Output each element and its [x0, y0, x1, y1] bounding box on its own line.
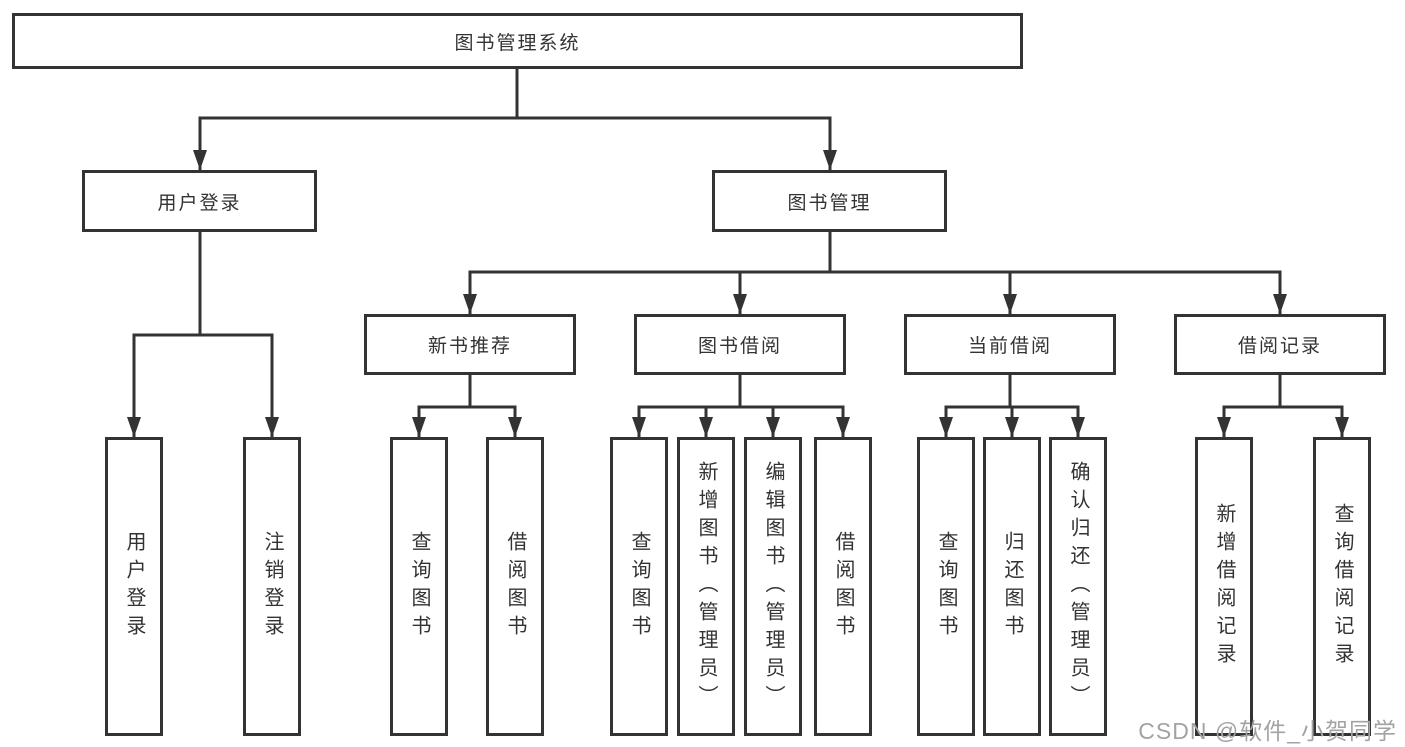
- leaf-query-books-2: 查询图书: [610, 437, 668, 736]
- leaf-query-books-1-label: 查询图书: [408, 530, 430, 643]
- leaf-add-books-admin: 新增图书（管理员）: [677, 437, 735, 736]
- node-book-management-label: 图书管理: [787, 192, 872, 214]
- connector-book-borrow-trunk: [637, 373, 845, 409]
- node-borrowing-records: 借阅记录: [1174, 314, 1386, 375]
- leaf-return-books-label: 归还图书: [1001, 530, 1023, 643]
- leaf-query-borrow-record: 查询借阅记录: [1313, 437, 1371, 736]
- leaf-return-books: 归还图书: [983, 437, 1041, 736]
- node-root-label: 图书管理系统: [454, 32, 581, 54]
- node-current-borrowing-label: 当前借阅: [967, 336, 1052, 357]
- leaf-confirm-return-admin: 确认归还（管理员）: [1049, 437, 1107, 736]
- leaf-logout: 注销登录: [243, 437, 301, 736]
- leaf-logout-label: 注销登录: [261, 530, 283, 643]
- leaf-borrow-books-2-label: 借阅图书: [832, 530, 854, 643]
- connector-user-login-trunk: [132, 230, 274, 337]
- leaf-query-books-3: 查询图书: [917, 437, 975, 736]
- csdn-watermark: CSDN @软件_小贺同学: [1138, 718, 1397, 744]
- leaf-borrow-books-2: 借阅图书: [814, 437, 872, 736]
- node-current-borrowing: 当前借阅: [904, 314, 1116, 375]
- leaf-query-books-3-label: 查询图书: [935, 530, 957, 643]
- node-root: 图书管理系统: [12, 13, 1023, 69]
- leaf-query-books-1: 查询图书: [390, 437, 448, 736]
- node-user-login: 用户登录: [82, 170, 317, 232]
- node-new-book-recommend-label: 新书推荐: [427, 336, 512, 357]
- leaf-edit-books-admin: 编辑图书（管理员）: [744, 437, 802, 736]
- leaf-add-borrow-record: 新增借阅记录: [1195, 437, 1253, 736]
- node-book-management: 图书管理: [712, 170, 947, 232]
- node-book-borrowing-label: 图书借阅: [697, 336, 782, 357]
- node-borrowing-records-label: 借阅记录: [1237, 336, 1322, 357]
- leaf-add-books-admin-label: 新增图书（管理员）: [695, 460, 717, 713]
- leaf-query-books-2-label: 查询图书: [628, 530, 650, 643]
- connector-book-mgmt-trunk: [468, 230, 1282, 274]
- connector-borrow-record-trunk: [1222, 373, 1344, 409]
- leaf-confirm-return-admin-label: 确认归还（管理员）: [1067, 460, 1089, 713]
- leaf-user-login: 用户登录: [105, 437, 163, 736]
- leaf-borrow-books-1-label: 借阅图书: [504, 530, 526, 643]
- leaf-borrow-books-1: 借阅图书: [486, 437, 544, 736]
- node-user-login-label: 用户登录: [157, 192, 242, 214]
- leaf-edit-books-admin-label: 编辑图书（管理员）: [762, 460, 784, 713]
- leaf-add-borrow-record-label: 新增借阅记录: [1213, 502, 1235, 671]
- connector-new-book-trunk: [417, 373, 517, 409]
- leaf-user-login-label: 用户登录: [123, 530, 145, 643]
- node-book-borrowing: 图书借阅: [634, 314, 846, 375]
- leaf-query-borrow-record-label: 查询借阅记录: [1331, 502, 1353, 671]
- connector-root-trunk: [198, 67, 832, 120]
- connector-current-borrow-trunk: [944, 373, 1080, 409]
- node-new-book-recommend: 新书推荐: [364, 314, 576, 375]
